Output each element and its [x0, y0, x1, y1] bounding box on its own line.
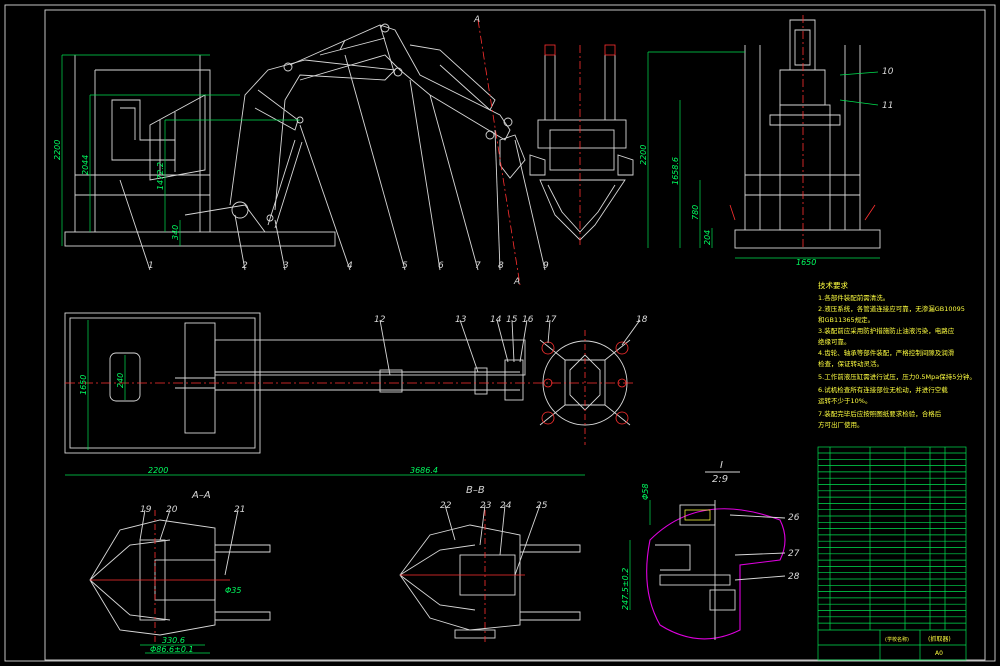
technical-notes: 技术要求 1.各部件装配前需清洗。 2.液压系统，各管道连接应可靠，无渗漏GB1… [818, 280, 976, 429]
note-line-6: 4.齿轮、轴承等部件装配，严格控制间隙及润滑 [818, 348, 955, 357]
callout-25: 25 [536, 501, 548, 511]
dim-204: 204 [703, 230, 712, 245]
callout-1: 1 [148, 261, 154, 271]
dim-1658: 1658.6 [671, 157, 680, 185]
callout-12: 12 [374, 315, 386, 325]
callout-15: 15 [506, 315, 518, 325]
callout-6: 6 [438, 261, 444, 271]
dim-1650-w: 1650 [796, 258, 816, 267]
note-line-12: 方可出厂使用。 [818, 420, 864, 429]
detail-scale: 2:9 [712, 474, 728, 485]
side-view [647, 15, 881, 259]
detail-label: I [720, 460, 723, 471]
callout-10: 10 [882, 67, 894, 77]
note-line-1: 1.各部件装配前需清洗。 [818, 293, 889, 302]
callout-4: 4 [347, 261, 353, 271]
callout-19: 19 [140, 505, 152, 515]
section-mark-bottom: A [513, 277, 520, 287]
notes-title: 技术要求 [818, 280, 848, 290]
callout-9: 9 [543, 261, 549, 271]
dim-435: Φ35 [225, 586, 241, 595]
dim-58: Φ58 [641, 484, 650, 500]
callout-16: 16 [522, 315, 534, 325]
section-bb-label: B–B [466, 485, 485, 496]
note-line-2: 2.液压系统，各管道连接应可靠，无渗漏GB10095 [818, 304, 965, 313]
gripper-front [529, 44, 634, 245]
section-aa-label: A–A [191, 490, 211, 501]
dim-1650-v: 1650 [79, 375, 88, 395]
callout-7: 7 [475, 261, 481, 271]
callout-28: 28 [788, 572, 800, 582]
callout-5: 5 [402, 261, 408, 271]
callout-18: 18 [636, 315, 648, 325]
dim-330: 330.6 [162, 636, 185, 645]
callout-27: 27 [788, 549, 800, 559]
callout-13: 13 [455, 315, 467, 325]
front-view [61, 19, 526, 286]
note-line-10: 运转不少于10%。 [818, 396, 871, 405]
callout-17: 17 [545, 315, 557, 325]
callout-22: 22 [440, 501, 452, 511]
top-view [64, 312, 635, 476]
callout-2: 2 [242, 261, 248, 271]
section-aa [89, 510, 271, 654]
dim-240: 240 [116, 373, 125, 388]
callout-20: 20 [166, 505, 178, 515]
callout-21: 21 [234, 505, 245, 515]
dim-2200-left: 2200 [53, 140, 62, 160]
dim-780: 780 [691, 205, 700, 220]
dim-340: 340 [171, 225, 180, 240]
note-line-11: 7.装配完毕后应按照图纸要求检验，合格后 [818, 409, 942, 418]
parts-list [817, 446, 967, 661]
dim-2475: 247.5±0.2 [621, 568, 630, 610]
section-mark-top: A [473, 15, 480, 25]
dim-2044: 2044 [81, 155, 90, 175]
note-line-8: 5.工作前液压缸需进行试压，压力0.5Mpa保持5分钟。 [818, 372, 976, 381]
callout-8: 8 [498, 261, 504, 271]
callout-26: 26 [788, 513, 800, 523]
dim-2200-right: 2200 [639, 145, 648, 165]
bom-rows [818, 452, 966, 624]
outer-border [4, 4, 996, 662]
dim-486: Φ86.6±0.1 [150, 645, 194, 654]
dim-3686: 3686.4 [410, 466, 438, 475]
title-company: (学校名称) [885, 636, 909, 643]
note-line-9: 6.试机检查所有连接部位无松动，并进行空载 [818, 385, 948, 394]
note-line-4: 3.装配前应采用防护措施防止油液污染，电路应 [818, 326, 955, 335]
leaders [119, 54, 786, 581]
dim-1472: 1472.2 [156, 162, 165, 190]
detail-i [629, 471, 786, 640]
callout-11: 11 [882, 101, 893, 111]
section-bb [399, 510, 581, 645]
title-scale: A0 [935, 650, 943, 657]
inner-border [44, 9, 986, 661]
note-line-7: 检查，保证转动灵活。 [818, 359, 883, 368]
dim-2200-w: 2200 [148, 466, 168, 475]
callout-14: 14 [490, 315, 502, 325]
callout-23: 23 [480, 501, 492, 511]
title-drawing-no: (抓取器) [928, 635, 951, 643]
callout-3: 3 [283, 261, 289, 271]
note-line-3: 和GB11365规定。 [818, 315, 874, 324]
callout-24: 24 [500, 501, 512, 511]
note-line-5: 绝缘可靠。 [818, 337, 851, 346]
